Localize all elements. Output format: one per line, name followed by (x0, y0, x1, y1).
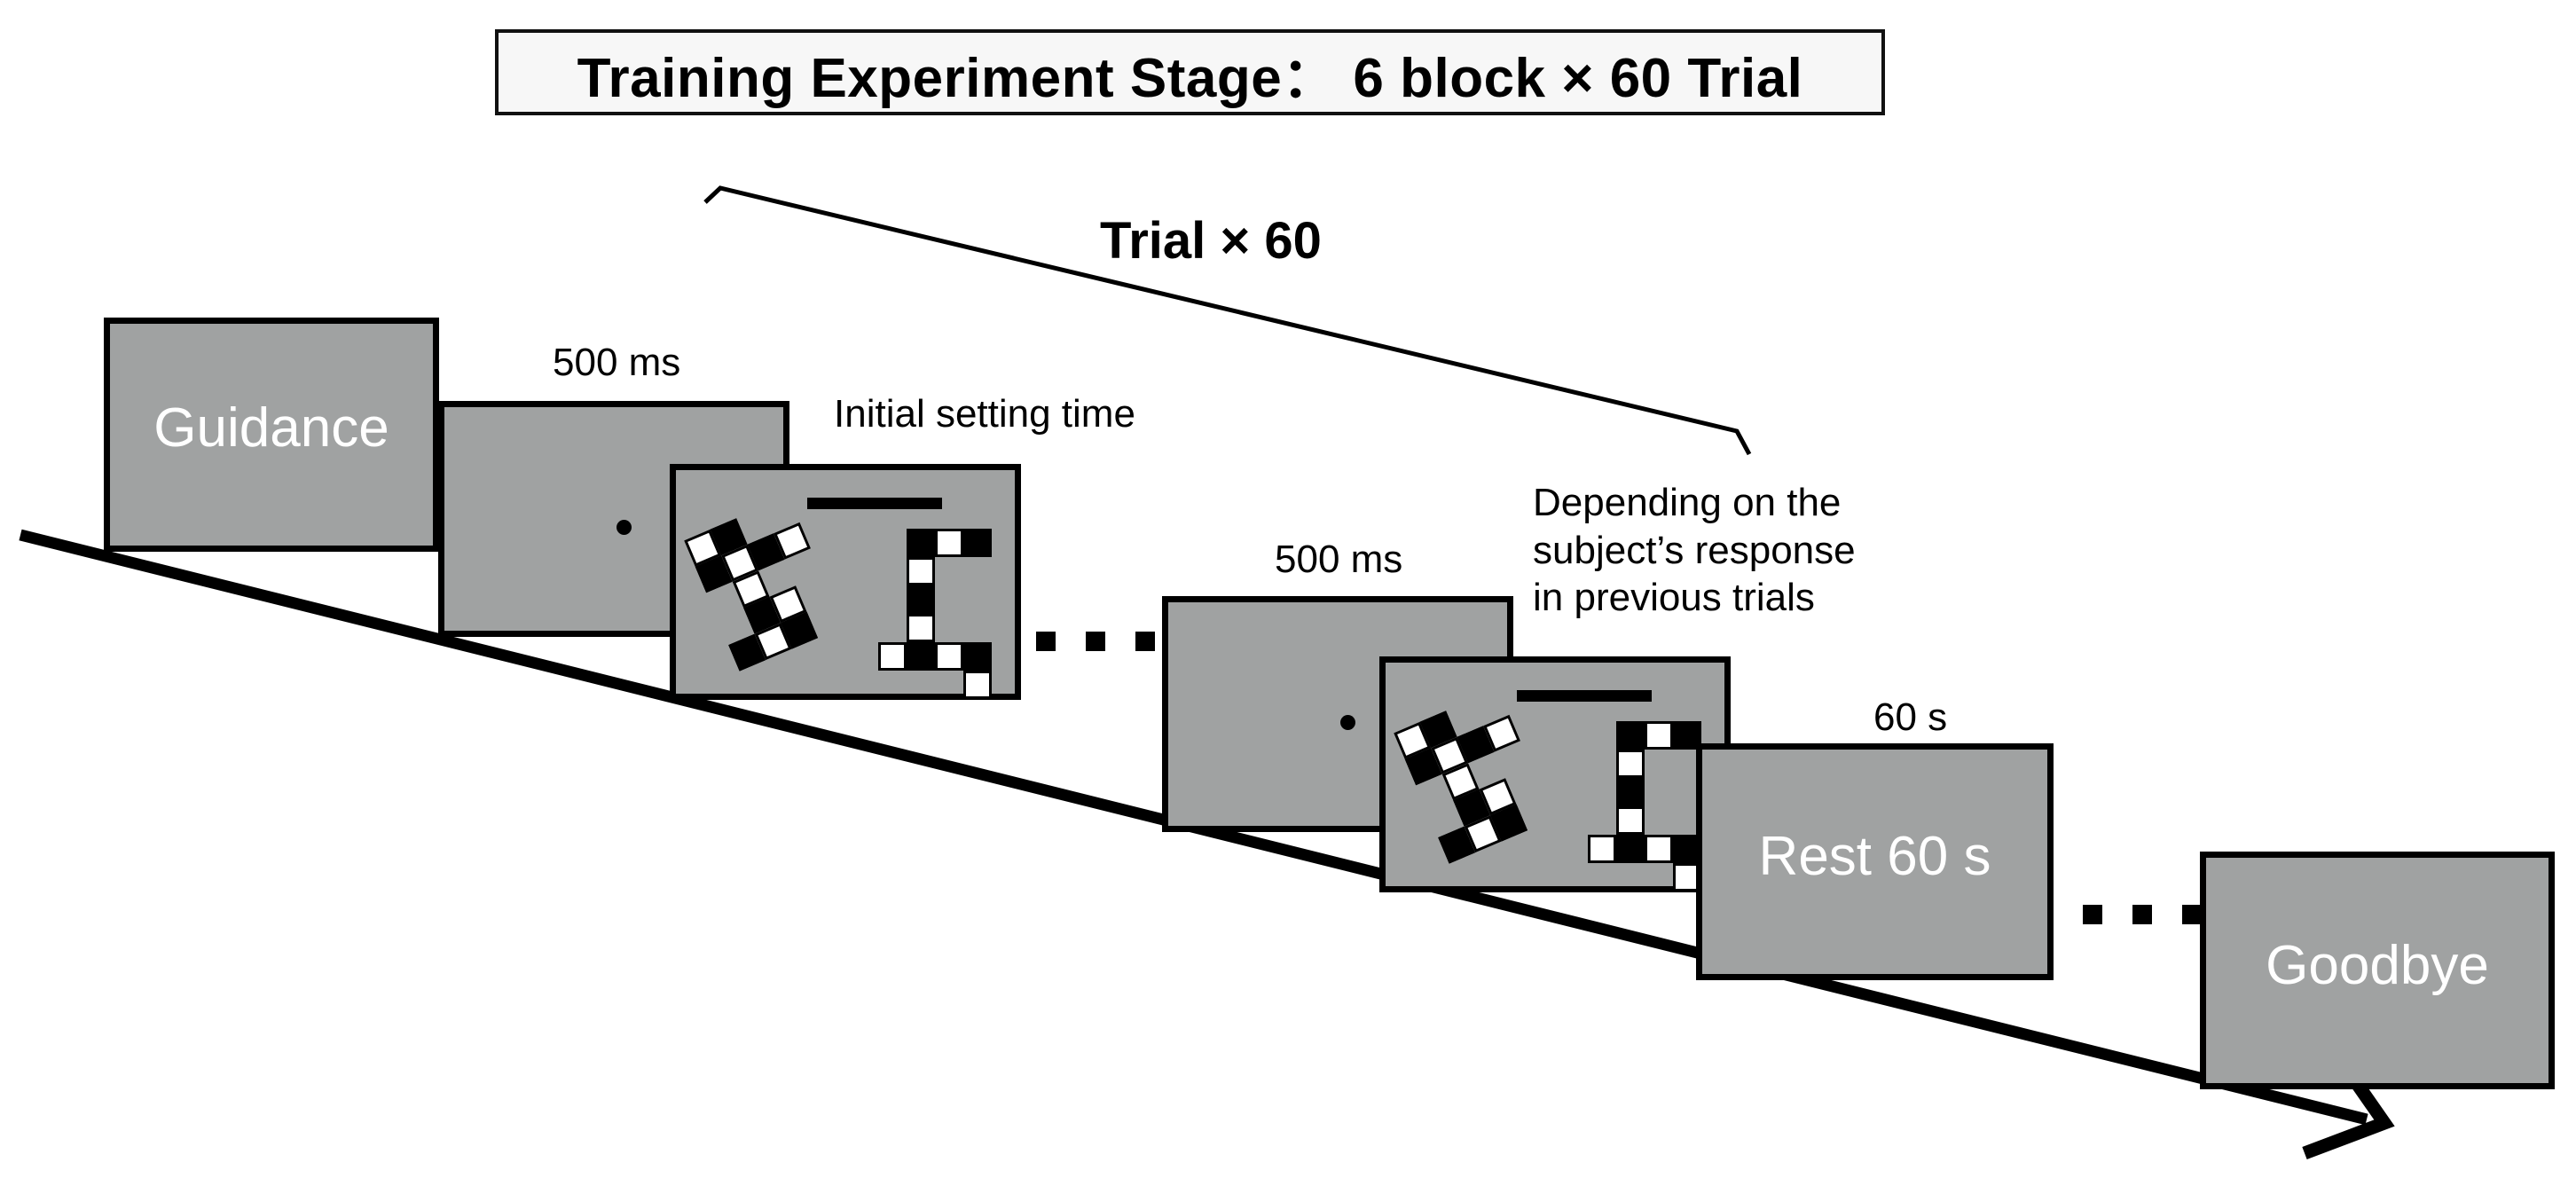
ellipsis-blocks (2083, 905, 2207, 924)
figure-cell (1616, 721, 1645, 750)
experiment-title-box: Training Experiment Stage： 6 block × 60 … (495, 29, 1885, 115)
figure-cell (963, 671, 992, 699)
panel-rest: Rest 60 s (1696, 743, 2054, 980)
panel-goodbye-label: Goodbye (2266, 935, 2489, 996)
panel-stimulus-1 (670, 464, 1021, 700)
figure-cell (935, 529, 963, 557)
stimulus-figure-right (1588, 721, 1705, 891)
figure-cell (907, 642, 935, 671)
stimulus-figure-left (1394, 688, 1560, 876)
stimulus-reference-bar (1517, 690, 1652, 702)
figure-cell (1645, 721, 1673, 750)
caption-initial-setting-time: Initial setting time (834, 392, 1135, 436)
figure-cell (1616, 778, 1645, 806)
fixation-dot (617, 520, 632, 535)
figure-cell (907, 585, 935, 614)
ellipsis-dot (2083, 905, 2102, 924)
stimulus-figure-left (684, 496, 851, 683)
ellipsis-dot (1086, 632, 1105, 651)
figure-cell (1616, 750, 1645, 778)
panel-goodbye: Goodbye (2200, 852, 2555, 1089)
ellipsis-dot (1036, 632, 1056, 651)
figure-cell (963, 642, 992, 671)
panel-rest-label: Rest 60 s (1758, 826, 1991, 887)
caption-response-note-line-3: in previous trials (1533, 576, 1815, 620)
ellipsis-dot (1135, 632, 1155, 651)
figure-cell (1588, 835, 1616, 863)
trial-count-label: Trial × 60 (1100, 212, 1322, 270)
caption-response-note-line-2: subject’s response (1533, 528, 1856, 572)
ellipsis-dot (2182, 905, 2202, 924)
panel-guidance: Guidance (104, 318, 439, 552)
stimulus-reference-bar (807, 498, 942, 509)
caption-second-fixation-duration: 500 ms (1275, 538, 1403, 581)
figure-cell (907, 614, 935, 642)
figure-cell (1645, 835, 1673, 863)
stimulus-figure-right (878, 529, 995, 699)
figure-cell (963, 529, 992, 557)
figure-cell (907, 557, 935, 585)
fixation-dot (1340, 715, 1355, 730)
figure-cell (935, 642, 963, 671)
panel-guidance-label: Guidance (153, 397, 389, 459)
caption-first-fixation-duration: 500 ms (553, 341, 681, 384)
caption-rest-duration: 60 s (1873, 695, 1948, 739)
panel-stimulus-2 (1379, 656, 1731, 892)
figure-cell (878, 642, 907, 671)
figure-cell (1616, 835, 1645, 863)
page-title: Training Experiment Stage： 6 block × 60 … (577, 47, 1803, 109)
caption-response-note-line-1: Depending on the (1533, 481, 1842, 524)
caption-response-note: Depending on the subject’s response in p… (1533, 479, 1950, 622)
ellipsis-dot (2132, 905, 2152, 924)
figure-cell (907, 529, 935, 557)
ellipsis-trials (1036, 632, 1160, 651)
figure-cell (1616, 806, 1645, 835)
